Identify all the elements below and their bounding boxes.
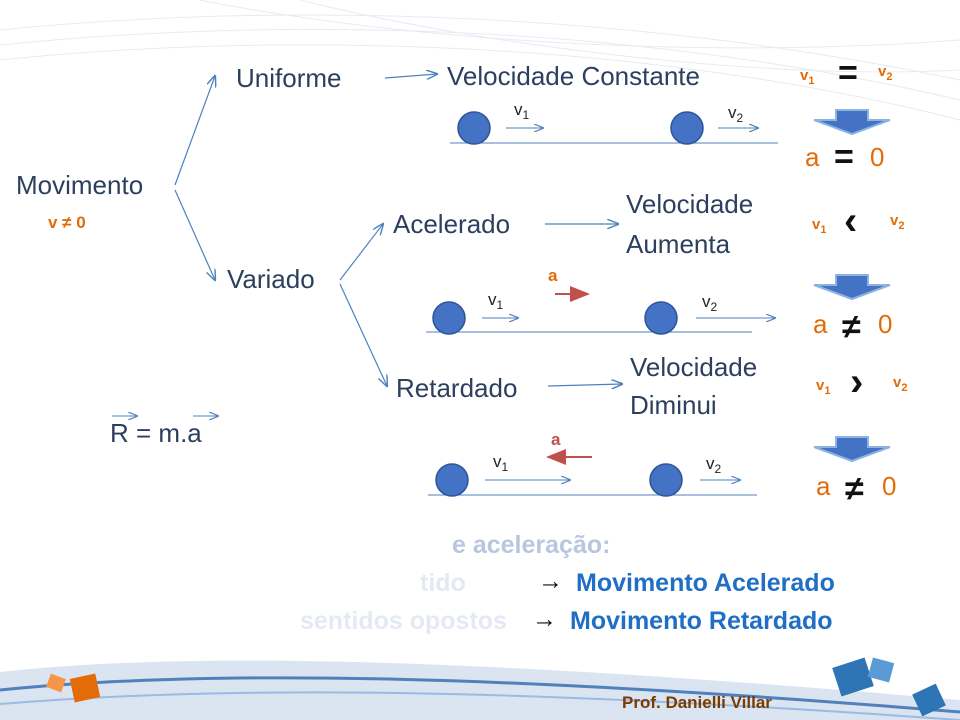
bottom-line-3-result: Movimento Retardado (570, 607, 833, 635)
velocity-label-v2: v2 (702, 292, 718, 314)
ball-1 (435, 463, 469, 497)
accel-value: 0 (878, 309, 893, 339)
condition-label: v ≠ 0 (48, 213, 86, 232)
result-acelerado-line1: Velocidade (626, 189, 754, 219)
compare-v2: v2 (890, 212, 905, 232)
down-arrows (813, 109, 891, 463)
accel-a: a (816, 471, 831, 501)
accel-value: 0 (882, 471, 897, 501)
equals-symbol: = (834, 138, 854, 176)
result-retardado-line2: Diminui (630, 390, 717, 420)
less-than-symbol: ‹ (844, 199, 858, 243)
acceleration-label: a (548, 266, 558, 285)
cube-icon (46, 673, 66, 693)
result-retardado-line1: Velocidade (630, 352, 758, 382)
node-retardado: Retardado (396, 373, 518, 403)
bottom-line-1: e aceleração: (452, 531, 611, 559)
compare-v1: v1 (816, 377, 831, 397)
node-acelerado: Acelerado (393, 209, 511, 239)
velocity-label-v2: v2 (706, 454, 722, 476)
equals-symbol: = (838, 54, 858, 92)
accel-value: 0 (870, 142, 885, 172)
ball-2 (644, 301, 678, 335)
down-arrow-icon (813, 109, 891, 136)
ball-2 (649, 463, 683, 497)
not-equal-symbol: ≠ (845, 470, 864, 508)
accel-a: a (813, 309, 828, 339)
arrow-icon: → (538, 567, 563, 595)
ball-2 (670, 111, 704, 145)
compare-v2: v2 (893, 374, 908, 394)
retarded-scene (428, 449, 757, 497)
velocity-label-v1: v1 (493, 452, 509, 474)
uniform-scene (450, 111, 778, 145)
bottom-line-3-faded: sentidos opostos (300, 607, 507, 635)
formula: R = m.a (110, 418, 202, 448)
compare-v1: v1 (812, 216, 827, 236)
result-acelerado-line2: Aumenta (626, 229, 731, 259)
bottom-line-2-faded: tido (420, 569, 466, 597)
node-variado: Variado (227, 264, 315, 294)
node-uniforme: Uniforme (236, 63, 342, 93)
compare-v2: v2 (878, 63, 893, 83)
accel-a: a (805, 142, 820, 172)
ball-1 (432, 301, 466, 335)
result-uniforme: Velocidade Constante (447, 61, 700, 91)
greater-than-symbol: › (850, 360, 864, 404)
ball-1 (457, 111, 491, 145)
compare-v1: v1 (800, 67, 815, 87)
accelerated-scene (426, 286, 775, 335)
velocity-label-v2: v2 (728, 103, 744, 125)
cube-icon (867, 657, 895, 683)
node-movimento: Movimento (16, 170, 144, 200)
acceleration-label: a (551, 430, 561, 449)
down-arrow-icon (813, 436, 891, 463)
author-credit: Prof. Danielli Villar (622, 693, 772, 712)
velocity-label-v1: v1 (514, 100, 530, 122)
background-swoosh (0, 0, 960, 121)
cube-icon (912, 683, 946, 717)
bottom-line-2-result: Movimento Acelerado (576, 569, 835, 597)
tree-branches (174, 74, 622, 386)
velocity-label-v1: v1 (488, 290, 504, 312)
cube-icon (832, 657, 874, 697)
arrow-icon: → (532, 605, 557, 633)
cube-icon (69, 673, 101, 703)
down-arrow-icon (813, 274, 891, 301)
footer-decoration (0, 657, 960, 720)
not-equal-symbol: ≠ (842, 308, 861, 346)
